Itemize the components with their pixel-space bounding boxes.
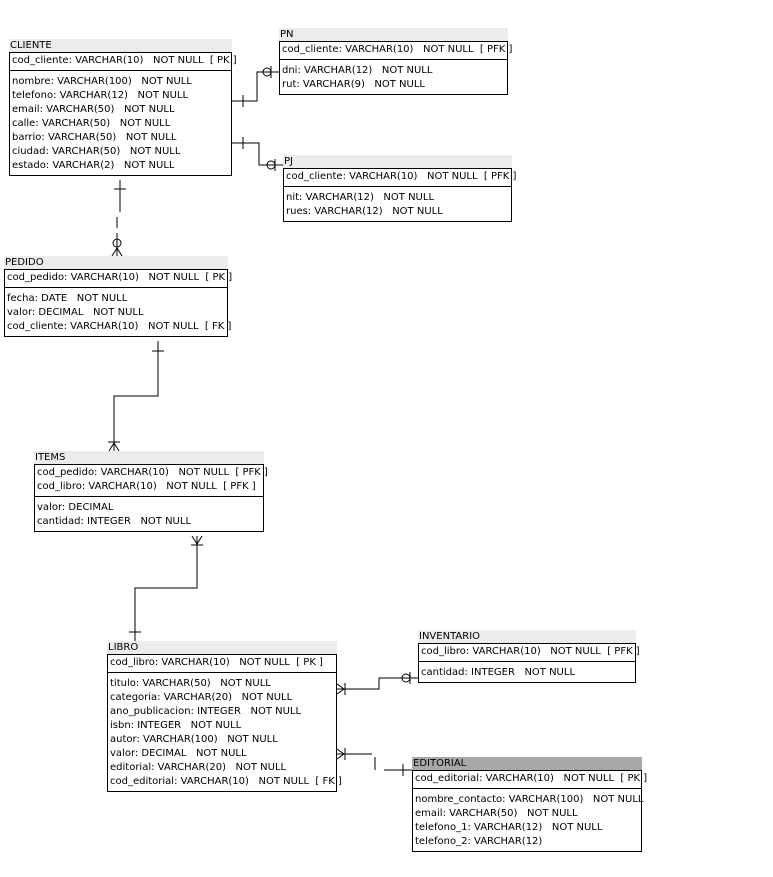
attribute-field: autor: VARCHAR(100) NOT NULL: [110, 734, 278, 745]
key-field: cod_pedido: VARCHAR(10) NOT NULL [ PK ]: [7, 272, 233, 283]
entity-title: CLIENTE: [9, 39, 232, 52]
entity-title: INVENTARIO: [418, 630, 636, 643]
key-field: cod_libro: VARCHAR(10) NOT NULL [ PFK ]: [37, 481, 256, 492]
key-field: cod_pedido: VARCHAR(10) NOT NULL [ PFK ]: [37, 467, 268, 478]
attribute-field: barrio: VARCHAR(50) NOT NULL: [12, 132, 177, 143]
attribute-field: email: VARCHAR(50) NOT NULL: [12, 104, 175, 115]
entity-pedido[interactable]: PEDIDO cod_pedido: VARCHAR(10) NOT NULL …: [4, 256, 233, 337]
entity-title: PEDIDO: [4, 256, 228, 269]
entity-libro[interactable]: LIBRO cod_libro: VARCHAR(10) NOT NULL [ …: [107, 641, 342, 792]
entity-title: EDITORIAL: [412, 757, 642, 770]
entity-cliente[interactable]: CLIENTE cod_cliente: VARCHAR(10) NOT NUL…: [9, 39, 237, 176]
attribute-field: cantidad: INTEGER NOT NULL: [37, 516, 192, 527]
relationship-libro-inventario: [336, 672, 419, 695]
key-field: cod_libro: VARCHAR(10) NOT NULL [ PK ]: [110, 657, 323, 668]
attribute-field: nit: VARCHAR(12) NOT NULL: [286, 192, 435, 203]
attribute-field: telefono_2: VARCHAR(12): [415, 836, 543, 847]
attribute-field: cod_editorial: VARCHAR(10) NOT NULL [ FK…: [110, 776, 342, 787]
attribute-field: cantidad: INTEGER NOT NULL: [421, 667, 576, 678]
attribute-field: valor: DECIMAL: [37, 502, 114, 513]
attribute-field: nombre: VARCHAR(100) NOT NULL: [12, 76, 192, 87]
attribute-field: categoria: VARCHAR(20) NOT NULL: [110, 692, 293, 703]
attribute-field: rut: VARCHAR(9) NOT NULL: [282, 79, 425, 90]
attribute-field: email: VARCHAR(50) NOT NULL: [415, 808, 578, 819]
attribute-field: calle: VARCHAR(50) NOT NULL: [12, 118, 171, 129]
attribute-field: dni: VARCHAR(12) NOT NULL: [282, 65, 433, 76]
entity-pn[interactable]: PN cod_cliente: VARCHAR(10) NOT NULL [ P…: [279, 28, 513, 95]
key-field: cod_editorial: VARCHAR(10) NOT NULL [ PK…: [415, 773, 648, 784]
relationship-editorial-libro: [336, 748, 413, 776]
attribute-field: titulo: VARCHAR(50) NOT NULL: [110, 678, 271, 689]
entity-pj[interactable]: PJ cod_cliente: VARCHAR(10) NOT NULL [ P…: [283, 155, 517, 222]
attribute-field: ano_publicacion: INTEGER NOT NULL: [110, 706, 302, 717]
key-field: cod_cliente: VARCHAR(10) NOT NULL [ PFK …: [286, 171, 517, 182]
entity-title: PJ: [283, 155, 512, 168]
entity-inventario[interactable]: INVENTARIO cod_libro: VARCHAR(10) NOT NU…: [418, 630, 640, 683]
relationship-cliente-pj: [232, 137, 284, 171]
attribute-field: nombre_contacto: VARCHAR(100) NOT NULL: [415, 794, 644, 805]
relationship-cliente-pn: [232, 66, 280, 107]
attribute-field: editorial: VARCHAR(20) NOT NULL: [110, 762, 287, 773]
attribute-field: valor: DECIMAL NOT NULL: [110, 748, 247, 759]
relationship-cliente-pedido: [111, 180, 126, 257]
entity-title: PN: [279, 28, 508, 41]
relationship-pedido-items: [108, 341, 164, 452]
attribute-field: isbn: INTEGER NOT NULL: [110, 720, 242, 731]
attribute-field: fecha: DATE NOT NULL: [7, 293, 128, 304]
attribute-field: estado: VARCHAR(2) NOT NULL: [12, 160, 175, 171]
entity-editorial[interactable]: EDITORIAL cod_editorial: VARCHAR(10) NOT…: [412, 757, 648, 852]
key-field: cod_cliente: VARCHAR(10) NOT NULL [ PK ]: [12, 55, 237, 66]
relationship-libro-items: [129, 535, 203, 641]
attribute-field: ciudad: VARCHAR(50) NOT NULL: [12, 146, 181, 157]
entity-title: ITEMS: [34, 451, 264, 464]
attribute-field: cod_cliente: VARCHAR(10) NOT NULL [ FK ]: [7, 321, 232, 332]
entity-items[interactable]: ITEMS cod_pedido: VARCHAR(10) NOT NULL […: [34, 451, 268, 532]
attribute-field: telefono: VARCHAR(12) NOT NULL: [12, 90, 189, 101]
attribute-field: rues: VARCHAR(12) NOT NULL: [286, 206, 443, 217]
attribute-field: valor: DECIMAL NOT NULL: [7, 307, 144, 318]
entity-title: LIBRO: [107, 641, 337, 654]
attribute-field: telefono_1: VARCHAR(12) NOT NULL: [415, 822, 603, 833]
key-field: cod_libro: VARCHAR(10) NOT NULL [ PFK ]: [421, 646, 640, 657]
key-field: cod_cliente: VARCHAR(10) NOT NULL [ PFK …: [282, 44, 513, 55]
